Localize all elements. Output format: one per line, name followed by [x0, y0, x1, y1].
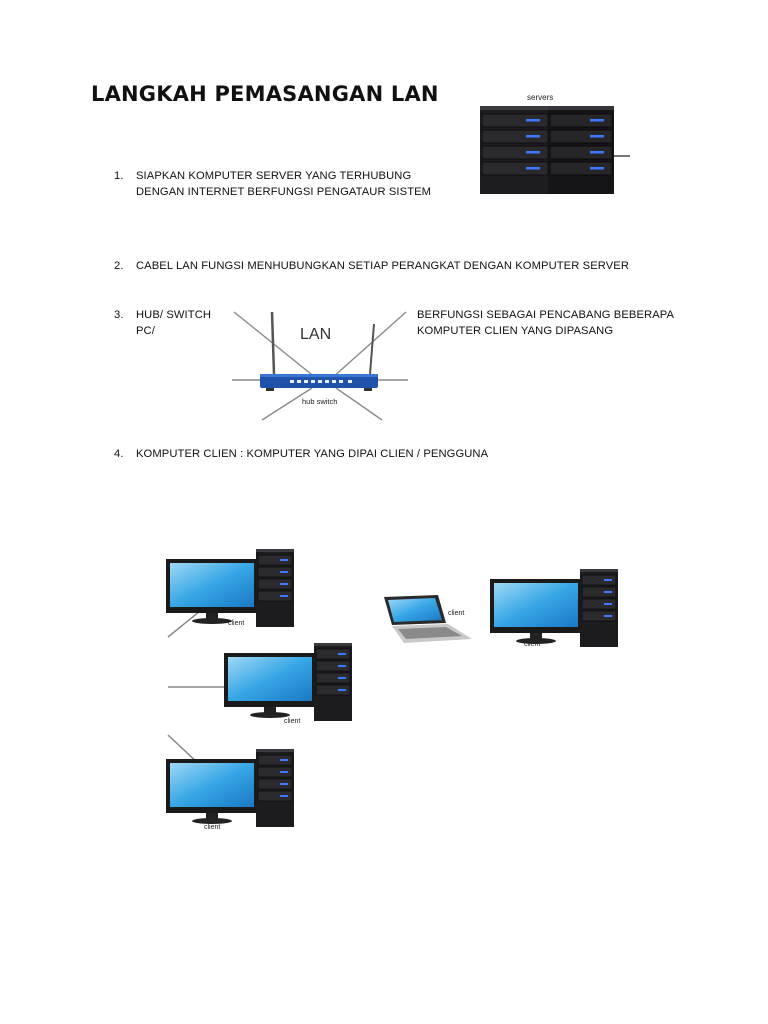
hub-switch-image: LAN hub switch	[232, 311, 408, 421]
step-4-text: KOMPUTER CLIEN : KOMPUTER YANG DIPAI CLI…	[136, 448, 489, 460]
step-1-number: 1.	[114, 170, 124, 182]
client-label-1: client	[228, 620, 244, 627]
step-2-number: 2.	[114, 260, 124, 272]
client-label-5: client	[524, 641, 540, 648]
client-label-2: client	[284, 718, 300, 725]
clients-image: client client client client client	[166, 548, 618, 831]
step-2-text: CABEL LAN FUNGSI MENHUBUNGKAN SETIAP PER…	[136, 260, 630, 272]
step-1-text-line2: DENGAN INTERNET BERFUNGSI PENGATAUR SIST…	[136, 186, 432, 198]
step-3-text-line1: HUB/ SWITCH	[136, 309, 212, 321]
servers-image: servers	[480, 93, 630, 194]
hub-switch-label: hub switch	[302, 397, 337, 406]
servers-label: servers	[527, 93, 553, 102]
client-label-4: client	[448, 610, 464, 617]
step-3-text-line2: PC/	[136, 325, 155, 337]
step-4-number: 4.	[114, 448, 124, 460]
page-title: LANGKAH PEMASANGAN LAN	[91, 82, 439, 106]
client-label-3: client	[204, 824, 220, 831]
lan-label: LAN	[300, 326, 331, 343]
step-3-desc-line1: BERFUNGSI SEBAGAI PENCABANG BEBERAPA	[417, 309, 675, 321]
laptop-image	[384, 595, 472, 643]
step-1-text-line1: SIAPKAN KOMPUTER SERVER YANG TERHUBUNG	[136, 170, 412, 182]
step-3-number: 3.	[114, 309, 124, 321]
step-3-desc-line2: KOMPUTER CLIEN YANG DIPASANG	[417, 325, 614, 337]
